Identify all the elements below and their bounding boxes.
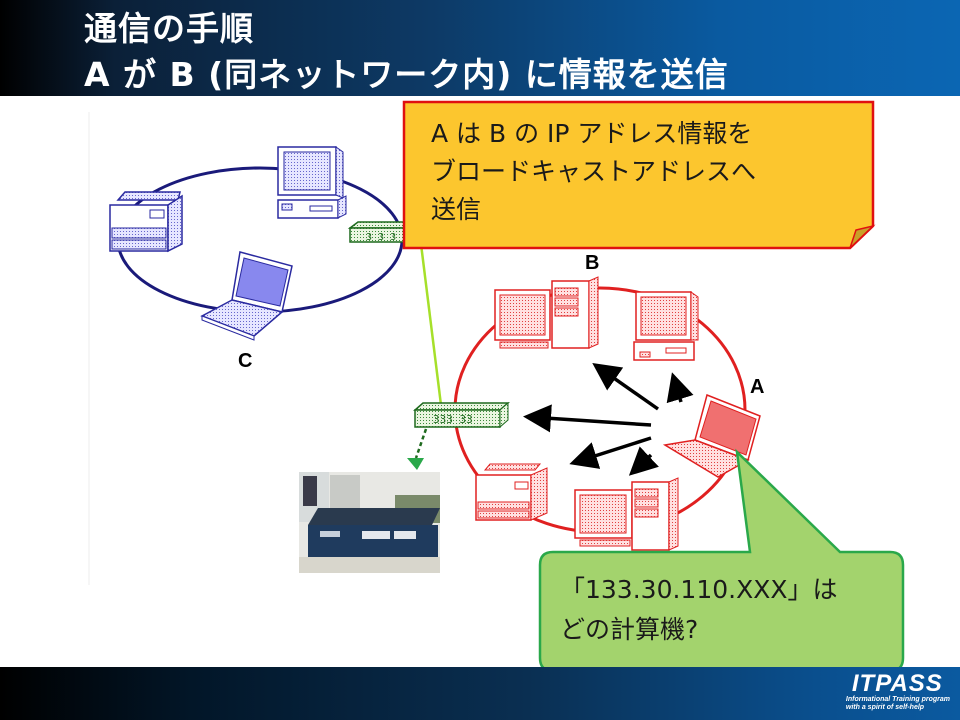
yellow-callout-line3: 送信 bbox=[431, 195, 482, 224]
yellow-callout-text: A は B の IP アドレス情報を ブロードキャストアドレスへ 送信 bbox=[403, 101, 871, 248]
yellow-callout-line1: A は B の IP アドレス情報を bbox=[431, 119, 753, 148]
printer-red-icon bbox=[475, 463, 548, 521]
arrow-to-bottom-computer bbox=[628, 446, 659, 476]
desktop-right-icon bbox=[633, 291, 699, 361]
logo-name: ITPASS bbox=[851, 670, 943, 697]
node-label-a: A bbox=[750, 376, 765, 398]
node-label-b: B bbox=[585, 252, 600, 274]
slide-header: 通信の手順 A が B (同ネットワーク内) に情報を送信 bbox=[0, 0, 960, 96]
green-callout bbox=[538, 448, 905, 667]
link-endpoint-icon bbox=[407, 458, 424, 470]
arrow-to-b bbox=[592, 362, 660, 411]
computer-bottom-icon bbox=[574, 477, 679, 551]
green-callout-line1: 「133.30.110.XXX」は bbox=[560, 575, 838, 604]
computer-b-icon bbox=[494, 276, 599, 349]
printer-icon bbox=[109, 191, 183, 253]
itpass-logo: ITPASS Informational Training program wi… bbox=[846, 672, 950, 712]
arrow-to-right-desktop bbox=[666, 372, 694, 404]
svg-text:3 3 3: 3 3 3 bbox=[366, 232, 396, 243]
node-label-c: C bbox=[238, 350, 253, 372]
svg-text:333 33: 333 33 bbox=[433, 413, 473, 426]
network-diagram: 3 3 3 bbox=[88, 100, 905, 667]
desktop-computer-icon bbox=[277, 146, 347, 219]
router-link bbox=[414, 428, 428, 459]
broadcast-arrows bbox=[523, 362, 694, 476]
green-callout-line2: どの計算機? bbox=[560, 615, 699, 644]
slide-title-line2: A が B (同ネットワーク内) に情報を送信 bbox=[84, 55, 729, 94]
green-callout-text: 「133.30.110.XXX」は どの計算機? bbox=[560, 570, 837, 650]
logo-tagline-2: with a spirit of self-help bbox=[845, 704, 925, 711]
router-photo bbox=[299, 472, 440, 573]
laptop-a-icon bbox=[662, 393, 761, 478]
network-ab bbox=[453, 276, 761, 551]
slide-title-line1: 通信の手順 bbox=[84, 9, 254, 48]
arrow-to-printer bbox=[569, 436, 652, 469]
arrow-to-hub bbox=[523, 404, 652, 433]
slide-footer bbox=[0, 667, 960, 720]
yellow-callout bbox=[402, 100, 876, 250]
hub-middle-icon: 333 33 bbox=[413, 401, 510, 429]
network-c bbox=[109, 146, 404, 341]
yellow-callout-line2: ブロードキャストアドレスへ bbox=[431, 157, 757, 186]
logo-tagline-1: Informational Training program bbox=[845, 696, 950, 703]
laptop-c-icon bbox=[200, 251, 293, 341]
uplink-cable bbox=[419, 243, 443, 406]
